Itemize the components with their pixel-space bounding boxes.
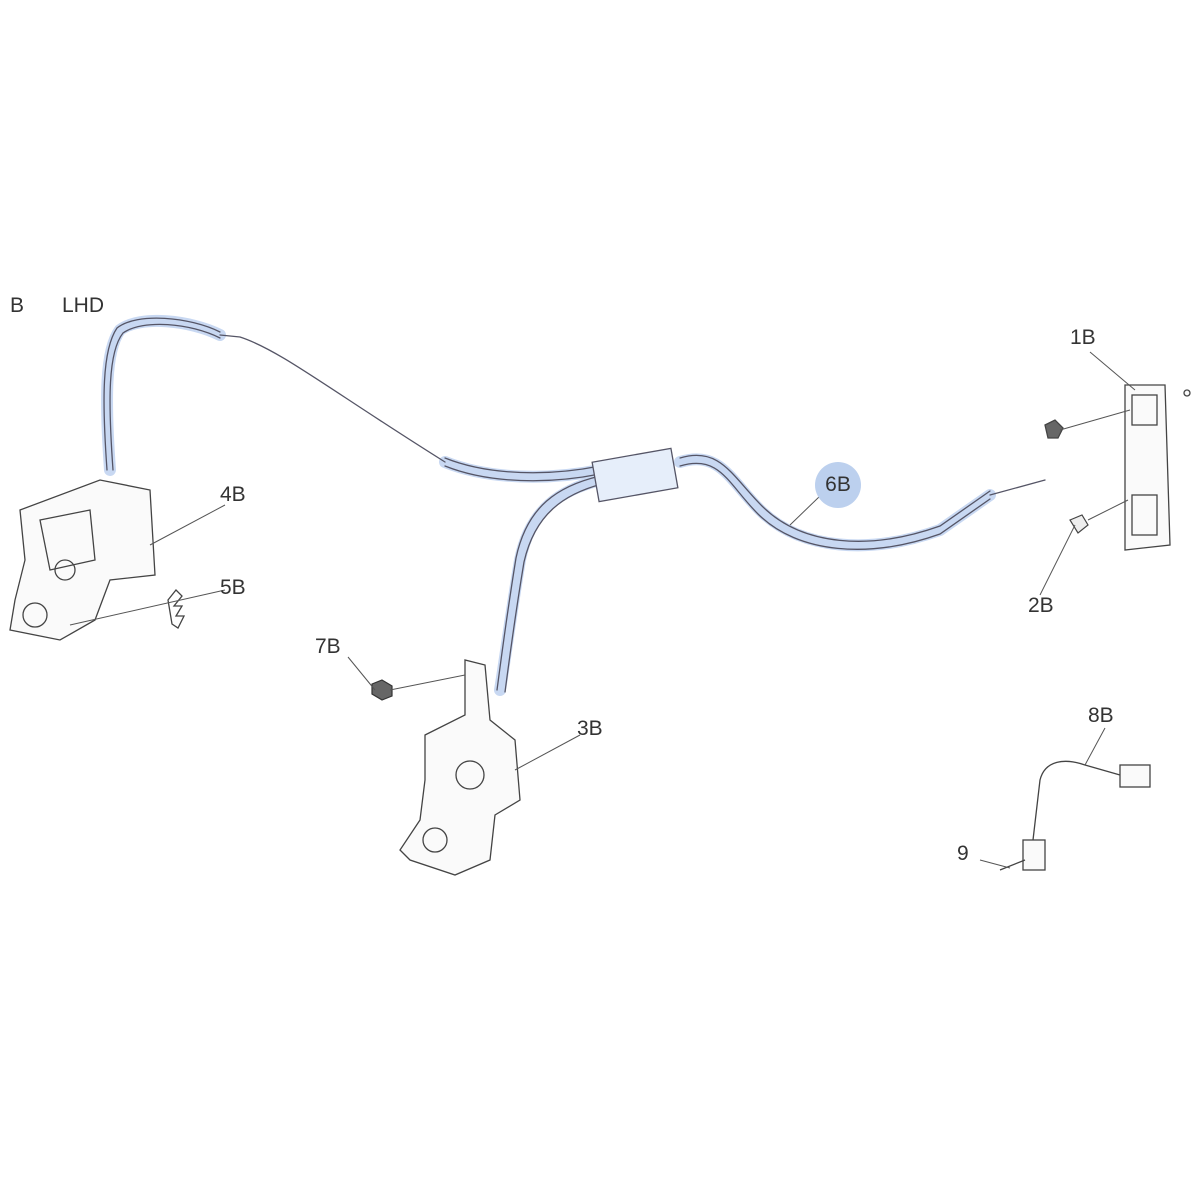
part-1b-release-handle[interactable] bbox=[1044, 384, 1191, 551]
section-label: B bbox=[10, 294, 25, 317]
part-label-5b[interactable]: 5B bbox=[220, 576, 246, 599]
part-label-8b[interactable]: 8B bbox=[1088, 704, 1114, 727]
part-label-7b[interactable]: 7B bbox=[315, 635, 341, 658]
part-3b-latch[interactable] bbox=[399, 659, 521, 876]
part-label-6b-highlighted[interactable]: 6B bbox=[815, 462, 861, 508]
part-label-3b[interactable]: 3B bbox=[577, 717, 603, 740]
part-label-1b[interactable]: 1B bbox=[1070, 326, 1096, 349]
part-2b-screw[interactable] bbox=[1069, 514, 1089, 534]
leader-lines bbox=[69, 351, 1136, 869]
part-label-2b[interactable]: 2B bbox=[1028, 594, 1054, 617]
part-7b-nut[interactable] bbox=[371, 679, 393, 701]
cable-assembly-6b[interactable] bbox=[101, 315, 1046, 696]
part-8b-sensor-harness[interactable] bbox=[999, 760, 1151, 871]
part-label-4b[interactable]: 4B bbox=[220, 483, 246, 506]
variant-label: LHD bbox=[62, 294, 105, 317]
part-4b-latch[interactable] bbox=[9, 479, 156, 641]
part-5b-spring[interactable] bbox=[167, 589, 186, 629]
part-label-9[interactable]: 9 bbox=[957, 842, 969, 865]
